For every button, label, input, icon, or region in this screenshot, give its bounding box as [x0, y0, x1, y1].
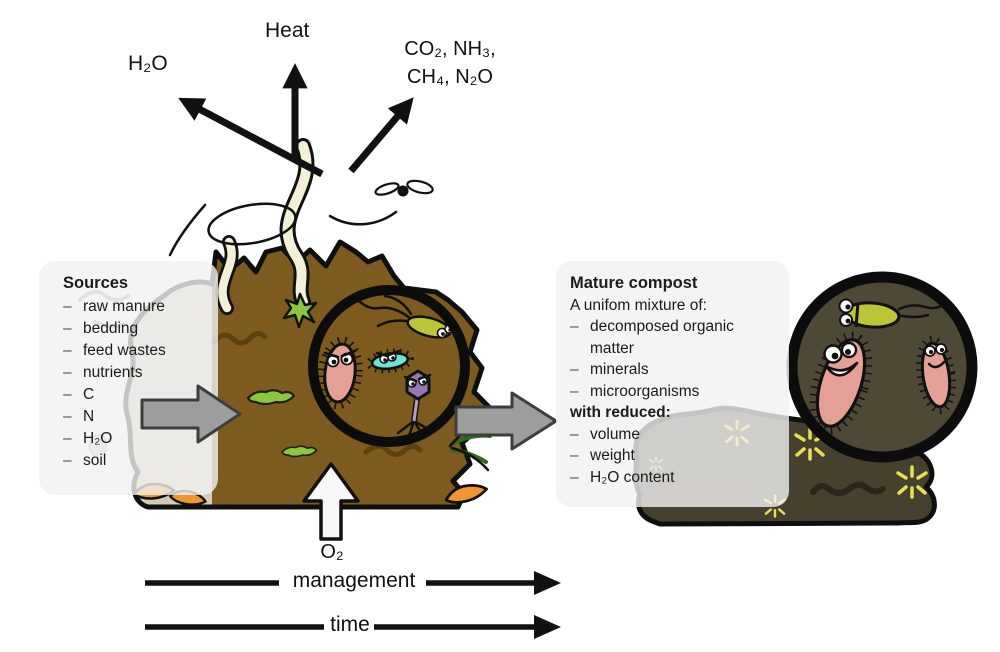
- time-label: time: [330, 613, 370, 636]
- list-item-text: bedding: [83, 320, 139, 337]
- microbe-bacterium-pink-icon: [318, 336, 363, 410]
- mature-title: Mature compost: [570, 274, 698, 292]
- steam-icon: [168, 138, 398, 315]
- management-label: management: [292, 569, 416, 592]
- bullet-dash: –: [63, 298, 72, 315]
- list-item-text: weight: [590, 447, 635, 464]
- list-item: – H₂O: [63, 428, 218, 450]
- list-item-text: decomposed organic matter: [590, 318, 734, 357]
- gases-line2: CH₄, N₂O: [407, 66, 493, 88]
- gases-arrow: [348, 97, 414, 174]
- bullet-dash: –: [63, 320, 72, 337]
- list-item: – feed wastes: [63, 340, 218, 362]
- list-item: – microorganisms: [570, 381, 789, 403]
- list-item: – nutrients: [63, 362, 218, 384]
- heat-label: Heat: [265, 19, 310, 42]
- microbe-flagellate-icon: [356, 295, 454, 339]
- bullet-dash: –: [570, 318, 579, 335]
- o2-arrow: [302, 462, 360, 541]
- h2o-arrow: [178, 97, 324, 178]
- sources-title: Sources: [63, 274, 129, 292]
- output-arrow: [454, 391, 558, 451]
- bullet-dash: –: [63, 386, 72, 403]
- list-item-text: nutrients: [83, 364, 143, 381]
- bullet-dash: –: [570, 361, 579, 378]
- bullet-dash: –: [570, 382, 579, 400]
- o2-label: O₂: [320, 541, 344, 563]
- mature-subtitle: A unifom mixture of:: [570, 296, 707, 314]
- management-arrow: [145, 571, 561, 595]
- list-item-text: microorganisms: [590, 382, 700, 400]
- list-item-text: H₂O: [83, 430, 113, 447]
- list-item-text: H₂O content: [590, 468, 675, 486]
- sources-panel: Sources – raw manure – bedding – feed wa…: [39, 261, 218, 495]
- bullet-dash: –: [570, 468, 579, 486]
- list-item: – volume: [570, 424, 789, 446]
- list-item: – bedding: [63, 318, 218, 340]
- bullet-dash: –: [63, 342, 72, 359]
- list-item-text: volume: [590, 425, 640, 443]
- list-item-text: minerals: [590, 361, 649, 378]
- list-item: – minerals: [570, 359, 789, 381]
- microbe-bacterium-cyan-icon: [366, 348, 414, 374]
- bullet-dash: –: [63, 364, 72, 381]
- list-item: – raw manure: [63, 296, 218, 318]
- bullet-dash: –: [570, 425, 579, 443]
- list-item-text: N: [83, 408, 95, 425]
- mature-compost-panel: Mature compost A unifom mixture of: – de…: [556, 261, 789, 507]
- mature-subtitle-reduced: with reduced:: [570, 404, 671, 421]
- worm-squiggle-icon: [810, 481, 886, 496]
- microscopic-view-active: [308, 285, 470, 447]
- microbe-bacterium-small-happy-icon: [916, 336, 956, 414]
- bullet-dash: –: [63, 408, 72, 425]
- list-item: – C: [63, 384, 218, 406]
- microscopic-view-mature: [786, 271, 978, 463]
- list-item: – soil: [63, 450, 218, 472]
- leaf-star-icon: [282, 292, 318, 329]
- list-item: – N: [63, 406, 218, 428]
- gases-line1: CO₂, NH₃,: [404, 38, 496, 60]
- list-item: – decomposed organic matter: [570, 316, 789, 359]
- bullet-dash: –: [570, 447, 579, 464]
- time-arrow: [145, 615, 561, 639]
- emission-arrows: [178, 63, 414, 178]
- list-item-text: soil: [83, 452, 107, 469]
- microbe-bacterium-pink-happy-icon: [809, 331, 873, 435]
- list-item-text: feed wastes: [83, 342, 166, 359]
- fly-icon: [374, 179, 434, 197]
- bullet-dash: –: [63, 452, 72, 469]
- list-item-text: raw manure: [83, 298, 165, 315]
- microbe-phage-icon: [396, 369, 432, 437]
- h2o-label: H₂O: [128, 52, 168, 75]
- list-item: – weight: [570, 445, 789, 467]
- list-item: – H₂O content: [570, 467, 789, 489]
- gases-label: CO₂, NH₃, CH₄, N₂O: [392, 35, 508, 91]
- bullet-dash: –: [63, 430, 72, 447]
- list-item-text: C: [83, 386, 95, 403]
